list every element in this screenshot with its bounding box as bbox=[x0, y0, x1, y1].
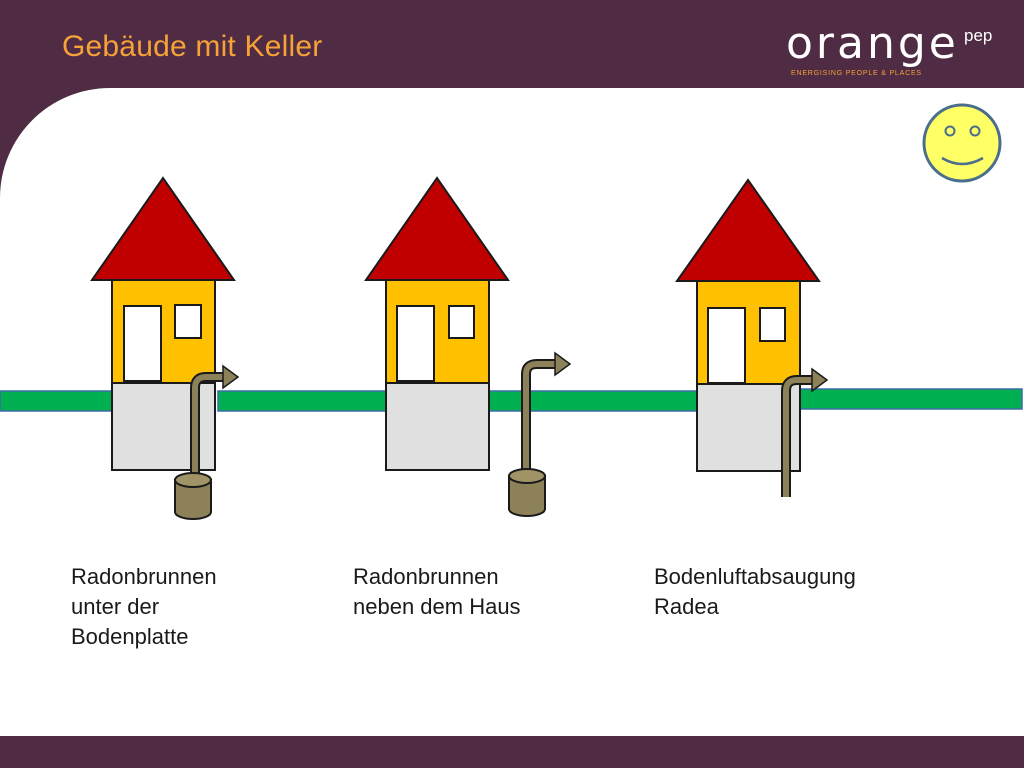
logo-tagline: ENERGISING PEOPLE & PLACES bbox=[791, 70, 922, 77]
house-radon-well-beside bbox=[364, 176, 572, 517]
radon-diagram bbox=[0, 103, 1023, 520]
radon-pipe bbox=[190, 364, 240, 478]
caption-line: Bodenplatte bbox=[71, 624, 189, 649]
window bbox=[448, 305, 475, 339]
slide-title: Gebäude mit Keller bbox=[62, 30, 323, 63]
radon-well bbox=[174, 472, 212, 520]
caption-radon-well-under-slab: Radonbrunnen unter der Bodenplatte bbox=[71, 562, 217, 652]
window bbox=[174, 304, 202, 339]
caption-line: Bodenluftabsaugung bbox=[654, 564, 856, 589]
door bbox=[707, 307, 746, 384]
roof bbox=[364, 176, 510, 281]
caption-line: neben dem Haus bbox=[353, 594, 521, 619]
roof bbox=[90, 176, 236, 281]
caption-line: Radea bbox=[654, 594, 719, 619]
logo-wordmark: orange bbox=[786, 18, 959, 69]
ground-segment bbox=[0, 390, 113, 412]
basement bbox=[385, 382, 490, 471]
extraction-pipe bbox=[781, 367, 829, 497]
caption-soil-air-extraction: Bodenluftabsaugung Radea bbox=[654, 562, 856, 622]
roof bbox=[675, 178, 821, 282]
ground-segment bbox=[217, 390, 387, 412]
orangepep-logo: orange pep ENERGISING PEOPLE & PLACES bbox=[786, 18, 1014, 88]
door bbox=[396, 305, 435, 382]
ground-line bbox=[0, 388, 1023, 412]
smiley-face-icon bbox=[922, 103, 1002, 183]
radon-pipe bbox=[521, 351, 572, 476]
caption-line: Radonbrunnen bbox=[353, 564, 499, 589]
caption-radon-well-beside: Radonbrunnen neben dem Haus bbox=[353, 562, 521, 622]
caption-line: Radonbrunnen bbox=[71, 564, 217, 589]
radon-well bbox=[508, 468, 546, 517]
logo-superscript: pep bbox=[964, 26, 993, 45]
house-soil-air-extraction bbox=[675, 178, 829, 497]
window bbox=[759, 307, 786, 342]
caption-line: unter der bbox=[71, 594, 160, 619]
door bbox=[123, 305, 162, 382]
house-radon-well-under-slab bbox=[90, 176, 240, 520]
ground-segment bbox=[799, 388, 1023, 410]
ground-segment bbox=[488, 390, 698, 412]
